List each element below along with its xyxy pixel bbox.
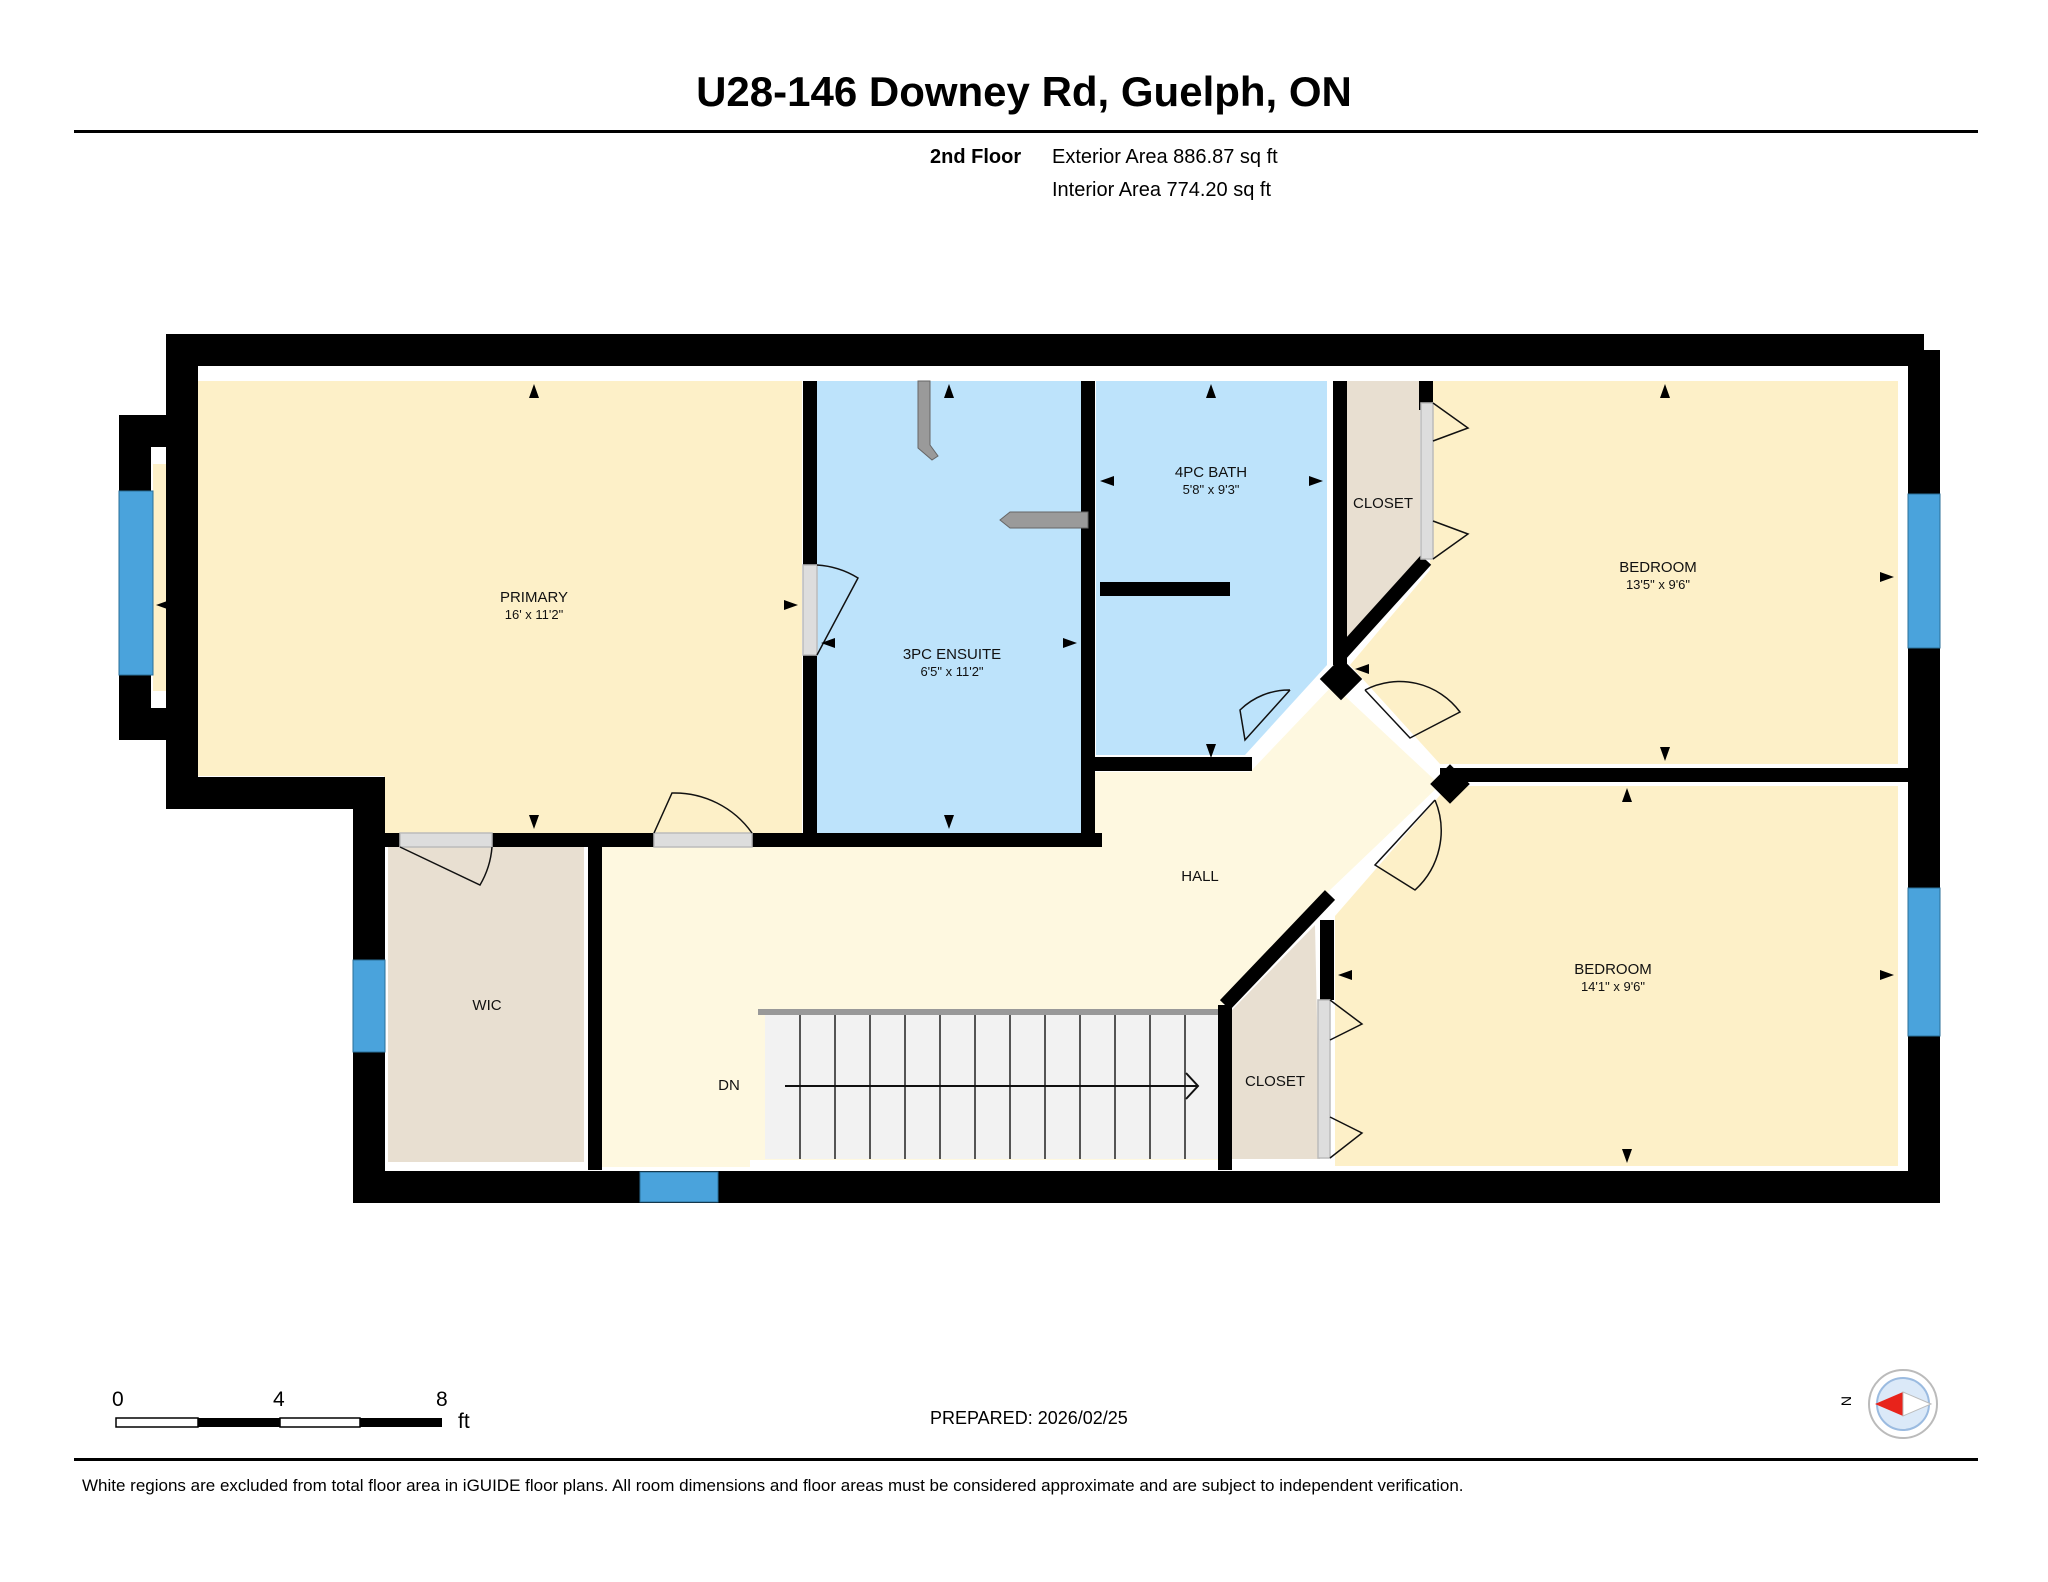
closet-lower-label: CLOSET <box>1245 1073 1305 1090</box>
room-primary[interactable] <box>153 381 802 833</box>
stairs-label: DN <box>718 1077 740 1094</box>
dimension-arrows <box>156 384 1894 1163</box>
scale-label-8: 8 <box>436 1388 448 1411</box>
fixtures <box>917 380 1089 529</box>
room-wic[interactable] <box>388 847 584 1162</box>
exterior-area: Exterior Area 886.87 sq ft <box>1052 146 1278 168</box>
disclaimer: White regions are excluded from total fl… <box>82 1476 1464 1495</box>
stair-rail <box>758 1009 1220 1015</box>
closet-upper-label: CLOSET <box>1353 495 1413 512</box>
scale-unit: ft <box>458 1410 470 1433</box>
interior-area: Interior Area 774.20 sq ft <box>1052 179 1272 201</box>
footer-rule <box>74 1458 1978 1461</box>
compass-icon <box>1868 1369 1938 1439</box>
windows <box>118 490 1941 1203</box>
wic-label: WIC <box>472 997 501 1014</box>
stair-arrowhead <box>1185 1072 1200 1100</box>
room-bedroom-upper[interactable] <box>1350 381 1898 764</box>
prepared-date: PREPARED: 2026/02/25 <box>930 1408 1128 1428</box>
primary-label: PRIMARY <box>500 589 568 606</box>
doors[interactable] <box>399 402 1470 1159</box>
room-ensuite[interactable] <box>817 381 1081 833</box>
bedroom-lower-dims: 14'1" x 9'6" <box>1581 979 1645 994</box>
floor-label: 2nd Floor <box>930 146 1022 168</box>
scale-bar <box>115 1417 442 1428</box>
bedroom-upper-dims: 13'5" x 9'6" <box>1626 577 1690 592</box>
room-closet-upper[interactable] <box>1347 381 1420 640</box>
scale-label-0: 0 <box>112 1388 124 1411</box>
room-bedroom-lower[interactable] <box>1335 786 1898 1166</box>
bedroom-lower-label: BEDROOM <box>1574 961 1652 978</box>
property-title: U28-146 Downey Rd, Guelph, ON <box>696 68 1352 115</box>
room-closet-lower[interactable] <box>1232 925 1320 1159</box>
compass-north-label: N <box>1838 1395 1855 1407</box>
wall-caps <box>1319 657 1470 804</box>
ensuite-dims: 6'5" x 11'2" <box>920 664 983 679</box>
bath-dims: 5'8" x 9'3" <box>1183 482 1240 497</box>
hall-label: HALL <box>1181 868 1219 885</box>
bedroom-upper-label: BEDROOM <box>1619 559 1697 576</box>
scale-label-4: 4 <box>273 1388 285 1411</box>
ensuite-label: 3PC ENSUITE <box>903 646 1001 663</box>
primary-dims: 16' x 11'2" <box>505 607 564 622</box>
header-rule <box>74 130 1978 133</box>
bath-label: 4PC BATH <box>1175 464 1247 481</box>
room-4pc-bath[interactable] <box>1096 381 1327 755</box>
